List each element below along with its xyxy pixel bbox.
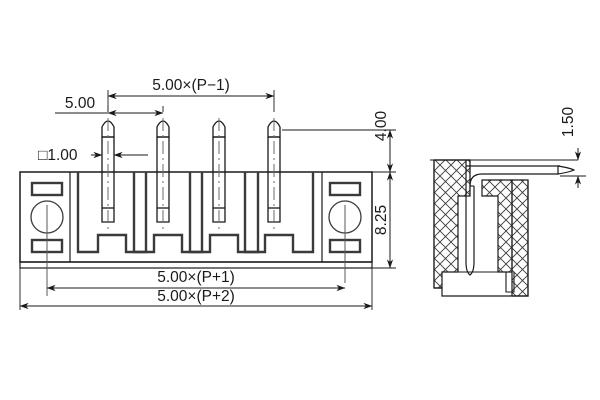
dim-label-body-height: 8.25: [373, 205, 390, 235]
dim-pin-span: 5.00×(P−1): [107, 77, 275, 112]
pin-3: [212, 118, 226, 232]
dim-tip-offset: 1.50: [430, 107, 586, 188]
dim-label-tip-offset: 1.50: [560, 107, 577, 138]
front-view: [19, 118, 373, 296]
contact-cavities: [76, 172, 315, 254]
dim-label-pin-square: □1.00: [38, 147, 78, 164]
pin-group: [101, 118, 281, 232]
right-angle-pin: [465, 160, 576, 276]
dim-hole-span: 5.00×(P+1): [46, 269, 346, 292]
pin-4: [267, 118, 281, 232]
dim-label-body-total: 5.00×(P+2): [157, 288, 235, 305]
dim-label-hole-span: 5.00×(P+1): [157, 269, 235, 286]
dim-label-pin-span: 5.00×(P−1): [152, 77, 230, 94]
dim-label-pin-height: 4.00: [373, 111, 390, 142]
pin-1: [101, 118, 115, 232]
pin-2: [156, 118, 170, 232]
solder-tail: [505, 272, 515, 293]
dim-pin-height: 4.00: [282, 111, 396, 173]
right-flange-features: [328, 181, 362, 283]
connector-body: [19, 171, 373, 269]
dim-pitch: 5.00: [55, 95, 164, 117]
dim-pin-square: □1.00: [38, 147, 148, 164]
housing-inner-rib: [481, 179, 513, 273]
dim-body-total: 5.00×(P+2): [19, 268, 373, 310]
housing-left-wall: [433, 159, 471, 289]
dim-body-height: 8.25: [372, 171, 396, 269]
left-flange-features: [30, 181, 64, 296]
dim-label-pitch: 5.00: [65, 95, 96, 112]
section-view: [433, 159, 576, 297]
